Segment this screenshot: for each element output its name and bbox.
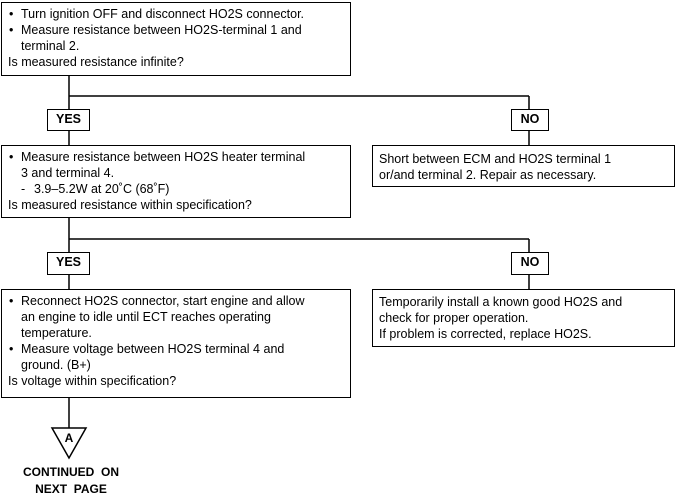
step3-box: Short between ECM and HO2S terminal 1 or… — [372, 145, 675, 187]
step4-line: an engine to idle until ECT reaches oper… — [21, 310, 271, 324]
step1-line: Turn ignition OFF and disconnect HO2S co… — [8, 6, 344, 22]
step4-box: Reconnect HO2S connector, start engine a… — [1, 289, 351, 398]
step5-line: Temporarily install a known good HO2S an… — [379, 295, 623, 309]
step3-line: Short between ECM and HO2S terminal 1 — [379, 152, 612, 166]
step2-question: Is measured resistance within specificat… — [8, 198, 252, 212]
step1-line: Measure resistance between HO2S-terminal… — [8, 22, 344, 38]
step4-question: Is voltage within specification? — [8, 374, 177, 388]
step5-line: check for proper operation. — [379, 311, 529, 325]
continued-note: CONTINUED ON NEXT PAGE — [1, 464, 141, 498]
continued-line-2: NEXT PAGE — [35, 482, 107, 496]
connector-marker-triangle — [50, 427, 88, 460]
step4-line: temperature. — [21, 326, 92, 340]
step2-box: Measure resistance between HO2S heater t… — [1, 145, 351, 218]
step4-line: Reconnect HO2S connector, start engine a… — [8, 293, 344, 309]
step2-line: Measure resistance between HO2S heater t… — [8, 149, 344, 165]
continued-line-1: CONTINUED ON — [23, 465, 119, 479]
connector-marker-label: A — [64, 431, 74, 445]
step2-spec: -3.9–5.2W at 20˚C (68˚F) — [21, 182, 170, 196]
step1-box: Turn ignition OFF and disconnect HO2S co… — [1, 2, 351, 76]
step4-line: ground. (B+) — [21, 358, 91, 372]
step1-question: Is measured resistance infinite? — [8, 55, 184, 69]
step5-line: If problem is corrected, replace HO2S. — [379, 327, 592, 341]
step1-line: terminal 2. — [21, 39, 80, 53]
yes-label-2: YES — [47, 252, 90, 275]
no-label-2: NO — [511, 252, 549, 275]
step2-line: 3 and terminal 4. — [21, 166, 115, 180]
no-label-1: NO — [511, 109, 549, 131]
step4-line: Measure voltage between HO2S terminal 4 … — [8, 341, 344, 357]
step5-box: Temporarily install a known good HO2S an… — [372, 289, 675, 347]
yes-label-1: YES — [47, 109, 90, 131]
step3-line: or/and terminal 2. Repair as necessary. — [379, 168, 597, 182]
